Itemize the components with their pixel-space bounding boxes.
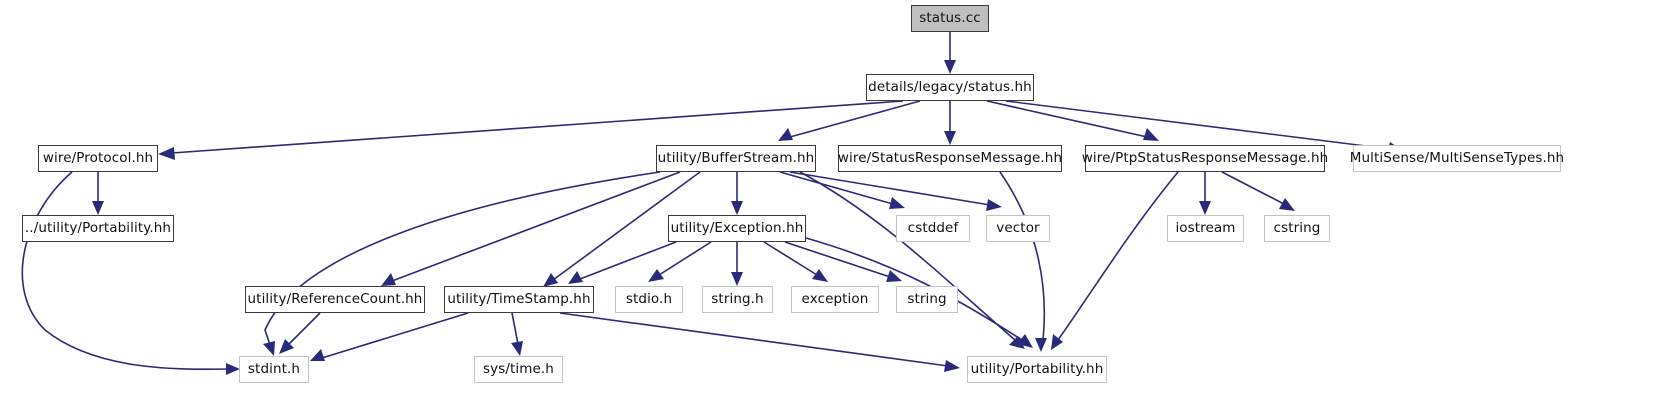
edge-exception-to-string-h [731, 242, 743, 286]
edge-ptpstatusresponse-to-iostream [1199, 172, 1211, 215]
node-label: string [907, 290, 947, 307]
node-cstddef[interactable]: cstddef [896, 215, 970, 242]
edge-exception-to-exception-std [763, 241, 828, 282]
node-details-legacy-status-hh[interactable]: details/legacy/status.hh [866, 74, 1034, 101]
node-stdio-h[interactable]: stdio.h [615, 286, 683, 313]
node-utility-bufferstream-hh[interactable]: utility/BufferStream.hh [656, 145, 816, 172]
edge-ptpstatusresponse-to-portability [1051, 171, 1179, 350]
edge-bufferstream-to-stdint [263, 171, 661, 356]
edge-legacy-status-to-protocol [158, 100, 904, 160]
node-label: vector [996, 219, 1040, 236]
node-utility-timestamp-hh[interactable]: utility/TimeStamp.hh [444, 286, 594, 313]
node-iostream[interactable]: iostream [1167, 215, 1244, 242]
node-label: wire/Protocol.hh [42, 149, 154, 166]
edge-ptpstatusresponse-to-cstring [1221, 171, 1295, 211]
edge-bufferstream-to-exception [731, 172, 743, 215]
node-label: iostream [1175, 219, 1236, 236]
node-string-h[interactable]: string.h [702, 286, 773, 313]
edge-exception-to-portability [805, 237, 1033, 348]
node-cstring[interactable]: cstring [1264, 215, 1330, 242]
edge-protocol-to-portability-up [92, 172, 104, 215]
node-exception-std[interactable]: exception [791, 286, 879, 313]
node-label: stdint.h [247, 360, 301, 377]
node-wire-protocol-hh[interactable]: wire/Protocol.hh [38, 145, 158, 172]
node-label: ../utility/Portability.hh [24, 219, 172, 236]
edge-bufferstream-to-refcount [381, 171, 681, 286]
node-label: utility/TimeStamp.hh [447, 290, 591, 307]
node-wire-statusresponsemessage-hh[interactable]: wire/StatusResponseMessage.hh [838, 145, 1062, 172]
node-wire-ptpstatusresponsemessage-hh[interactable]: wire/PtpStatusResponseMessage.hh [1082, 145, 1328, 172]
node-parent-utility-portability-hh[interactable]: ../utility/Portability.hh [22, 215, 174, 242]
node-label: utility/BufferStream.hh [657, 149, 815, 166]
node-label: sys/time.h [483, 360, 554, 377]
edge-statusresponse-to-portability [999, 171, 1047, 352]
node-label: MultiSense/MultiSenseTypes.hh [1349, 149, 1565, 166]
node-label: exception [801, 290, 869, 307]
node-multisense-multisensetypes-hh[interactable]: MultiSense/MultiSenseTypes.hh [1349, 145, 1565, 172]
edge-legacy-status-to-ptpstatusresponse [986, 100, 1159, 141]
node-label: details/legacy/status.hh [868, 78, 1032, 95]
node-label: cstring [1273, 219, 1321, 236]
node-label: utility/Portability.hh [970, 360, 1104, 377]
node-utility-referencecount-hh[interactable]: utility/ReferenceCount.hh [245, 286, 425, 313]
node-utility-portability-hh[interactable]: utility/Portability.hh [967, 356, 1107, 383]
node-label: cstddef [907, 219, 959, 236]
edge-status-cc-to-legacy-status [944, 32, 956, 74]
edge-legacy-status-to-statusresponse [944, 101, 956, 145]
node-label: wire/StatusResponseMessage.hh [837, 149, 1063, 166]
edge-timestamp-to-portability [559, 312, 960, 372]
node-stdint-h[interactable]: stdint.h [239, 356, 309, 383]
node-label: status.cc [919, 9, 981, 26]
edge-timestamp-to-stdint [310, 312, 469, 361]
edge-bufferstream-to-portability [799, 171, 1025, 349]
node-sys-time-h[interactable]: sys/time.h [474, 356, 563, 383]
node-vector[interactable]: vector [986, 215, 1050, 242]
node-label: utility/Exception.hh [670, 219, 804, 236]
edge-protocol-to-stdint [21, 171, 240, 375]
edge-exception-to-stdio [648, 241, 712, 282]
node-status-cc[interactable]: status.cc [911, 5, 989, 32]
node-utility-exception-hh[interactable]: utility/Exception.hh [668, 215, 806, 242]
edge-timestamp-to-systime [511, 312, 523, 356]
node-label: string.h [711, 290, 764, 307]
edge-exception-to-string-std [784, 241, 902, 282]
node-string-std[interactable]: string [896, 286, 958, 313]
edge-exception-to-timestamp [568, 241, 677, 284]
node-label: stdio.h [625, 290, 673, 307]
node-label: wire/PtpStatusResponseMessage.hh [1081, 149, 1329, 166]
edge-bufferstream-to-cstddef [779, 171, 905, 209]
node-label: utility/ReferenceCount.hh [247, 290, 423, 307]
edge-bufferstream-to-timestamp [543, 171, 701, 287]
edge-legacy-status-to-bufferstream [778, 100, 921, 141]
edge-refcount-to-stdint [279, 312, 321, 354]
edge-bufferstream-to-vector [789, 171, 1002, 211]
